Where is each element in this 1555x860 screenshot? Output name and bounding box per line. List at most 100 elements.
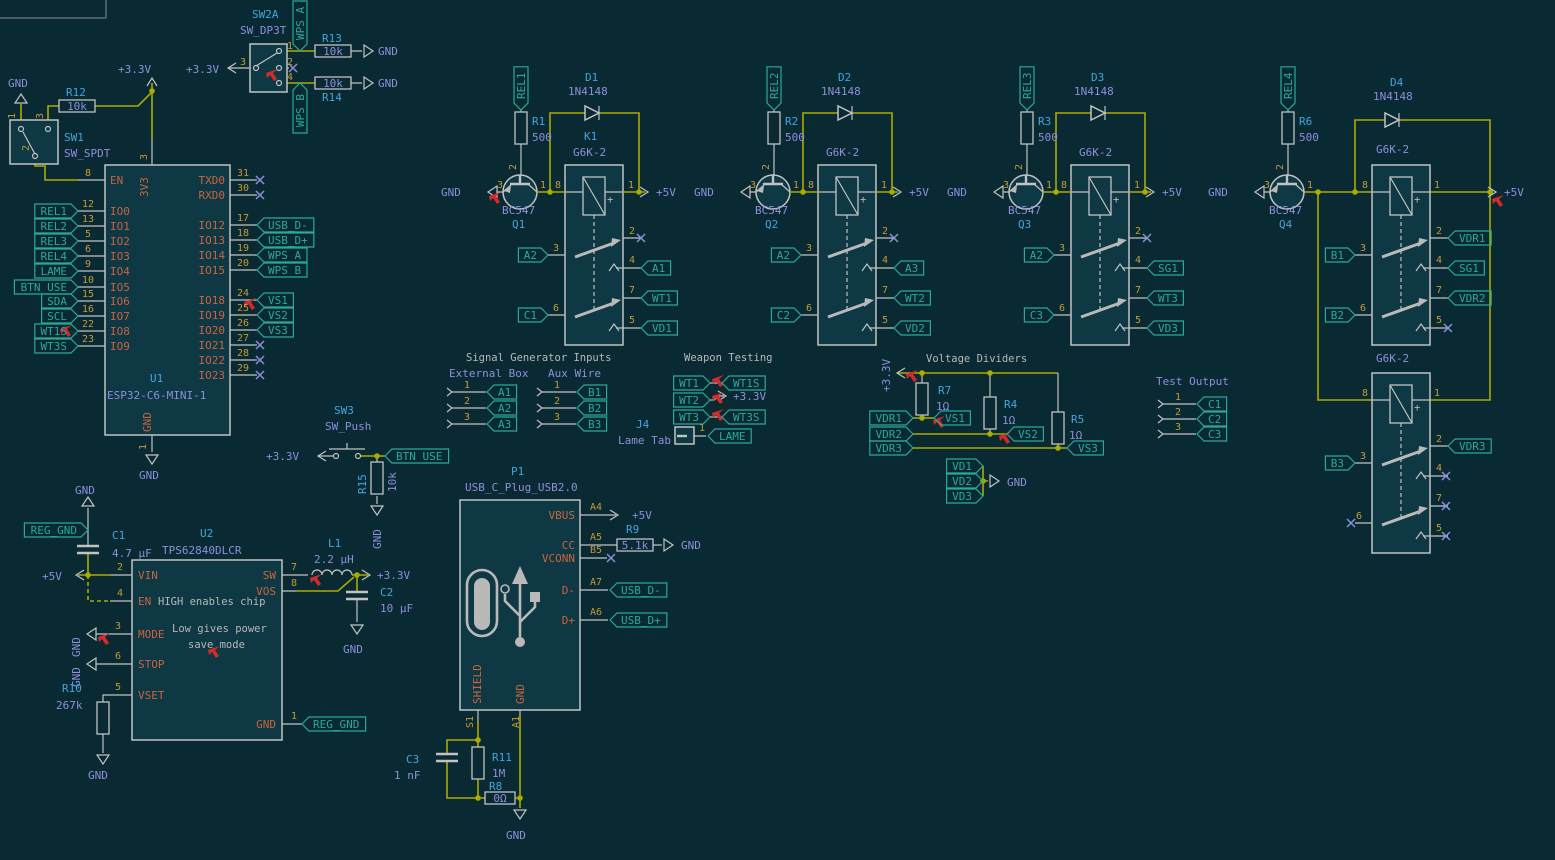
rel3-u1[interactable]: REL3 (34, 233, 79, 249)
a2-k1-text: A2 (524, 249, 537, 262)
k3-pin5: 5 (1135, 315, 1141, 326)
usbdm-u1[interactable]: USB_D- (256, 217, 315, 233)
rel3-label[interactable]: REL3 (1019, 66, 1035, 111)
c1-k1[interactable]: C1 (517, 307, 549, 323)
rel2-label[interactable]: REL2 (766, 66, 782, 111)
vd1-k1[interactable]: VD1 (640, 320, 679, 336)
wpsa-label[interactable]: WPS A (292, 0, 308, 52)
r14-val: 10k (323, 77, 343, 90)
c3-k3[interactable]: C3 (1023, 307, 1055, 323)
b3-k4[interactable]: B3 (1324, 455, 1356, 471)
wt2-label[interactable]: WT2 (672, 392, 711, 408)
a2-k1[interactable]: A2 (517, 247, 549, 263)
b1-k4[interactable]: B1 (1324, 247, 1356, 263)
vdr1-label[interactable]: VDR1 (869, 410, 914, 426)
vdr3-label[interactable]: VDR3 (869, 440, 914, 456)
vs2-label[interactable]: VS2 (1006, 426, 1045, 442)
wires-olive[interactable] (20, 50, 1493, 808)
vd2-k2[interactable]: VD2 (893, 320, 932, 336)
a3-k2[interactable]: A3 (893, 260, 925, 276)
vdr1-k4[interactable]: VDR1 (1447, 230, 1492, 246)
rel4-u1[interactable]: REL4 (34, 248, 79, 264)
sda-u1[interactable]: SDA (40, 293, 79, 309)
sw2a-switch[interactable] (249, 43, 288, 93)
wt1s-label[interactable]: WT1S (721, 375, 766, 391)
a2-k2[interactable]: A2 (770, 247, 802, 263)
resistors[interactable] (58, 44, 1065, 805)
rel4-label[interactable]: REL4 (1280, 66, 1296, 111)
vs3-label[interactable]: VS3 (1066, 440, 1105, 456)
u1-esp32-symbol[interactable] (104, 164, 231, 436)
wt3-k3[interactable]: WT3 (1146, 290, 1185, 306)
vs2-label-outline (1006, 426, 1045, 442)
wt1-k1[interactable]: WT1 (640, 290, 679, 306)
usbdm-p1[interactable]: USB_D- (609, 582, 668, 598)
b2-aux[interactable]: B2 (576, 400, 608, 416)
rel1-label[interactable]: REL1 (513, 66, 529, 111)
vd3-label[interactable]: VD3 (945, 488, 984, 504)
wpsb-u1[interactable]: WPS B (256, 262, 308, 278)
a2-ext[interactable]: A2 (486, 400, 518, 416)
rel2-u1[interactable]: REL2 (34, 218, 79, 234)
p1-usbc-symbol[interactable] (459, 499, 581, 711)
wpsa-u1[interactable]: WPS A (256, 247, 308, 263)
rel1-u1[interactable]: REL1 (34, 203, 79, 219)
wt3-label[interactable]: WT3 (672, 409, 711, 425)
btnuse-sw3[interactable]: BTN USE (384, 448, 450, 464)
reggnd-right[interactable]: REG_GND (301, 716, 367, 732)
btnuse-u1[interactable]: BTN USE (13, 279, 79, 295)
u2-regulator-symbol[interactable] (131, 559, 283, 741)
wt2-k2[interactable]: WT2 (893, 290, 932, 306)
reggnd-left[interactable]: REG_GND (23, 522, 89, 538)
vs1-label[interactable]: VS1 (933, 410, 972, 426)
scl-u1[interactable]: SCL (40, 308, 79, 324)
vd1-label[interactable]: VD1 (945, 458, 984, 474)
inductor-l1[interactable] (311, 569, 353, 576)
q3-val: BC547 (1008, 204, 1041, 217)
sw3-push-button[interactable] (329, 443, 365, 460)
vs3-u1[interactable]: VS3 (256, 322, 294, 338)
vs1-u1[interactable]: VS1 (256, 292, 294, 308)
sw1-switch[interactable] (9, 119, 59, 165)
vdr3-k4[interactable]: VDR3 (1447, 438, 1492, 454)
c2-k2[interactable]: C2 (770, 307, 802, 323)
sg1-k4[interactable]: SG1 (1447, 260, 1486, 276)
c2-to[interactable]: C2 (1196, 411, 1228, 427)
wpsb-label[interactable]: WPS B (292, 82, 308, 134)
vdr2-label[interactable]: VDR2 (869, 426, 914, 442)
vdr2-k4[interactable]: VDR2 (1447, 290, 1492, 306)
wt1s-u1[interactable]: WT1S (34, 323, 79, 339)
wt1-label[interactable]: WT1 (672, 375, 711, 391)
wt3s-u1[interactable]: WT3S (34, 338, 79, 354)
b3-aux[interactable]: B3 (576, 416, 608, 432)
a3-ext-text: A3 (498, 418, 511, 431)
b1-aux[interactable]: B1 (576, 384, 608, 400)
c1-to[interactable]: C1 (1196, 396, 1228, 412)
sw1-pin3: 3 (35, 113, 46, 119)
wt1-label-text: WT1 (679, 377, 699, 390)
c3-to[interactable]: C3 (1196, 426, 1228, 442)
b2-k4[interactable]: B2 (1324, 307, 1356, 323)
vd2-label[interactable]: VD2 (945, 473, 984, 489)
p1-vconn: VCONN (542, 552, 575, 565)
lame-label[interactable]: LAME (707, 428, 752, 444)
relay-channel-4[interactable] (1255, 110, 1497, 555)
vs2-u1[interactable]: VS2 (256, 307, 294, 323)
j4-connector-symbol[interactable] (674, 426, 695, 445)
gnd-u1: GND (139, 469, 159, 482)
sg1-k3[interactable]: SG1 (1146, 260, 1185, 276)
wt1-k1-outline (640, 290, 679, 306)
p5v-k4: +5V (1504, 186, 1524, 199)
wt3s-label[interactable]: WT3S (721, 409, 766, 425)
vd3-label-outline (945, 488, 984, 504)
a1-ext[interactable]: A1 (486, 384, 518, 400)
a3-ext[interactable]: A3 (486, 416, 518, 432)
usbdp-u1[interactable]: USB_D+ (256, 232, 315, 248)
a1-k1[interactable]: A1 (640, 260, 672, 276)
q2-val: BC547 (755, 204, 788, 217)
p5v-k1: +5V (656, 186, 676, 199)
usbdp-p1[interactable]: USB_D+ (609, 612, 668, 628)
vd3-k3[interactable]: VD3 (1146, 320, 1185, 336)
a2-k3[interactable]: A2 (1023, 247, 1055, 263)
lame-u1[interactable]: LAME (34, 263, 79, 279)
